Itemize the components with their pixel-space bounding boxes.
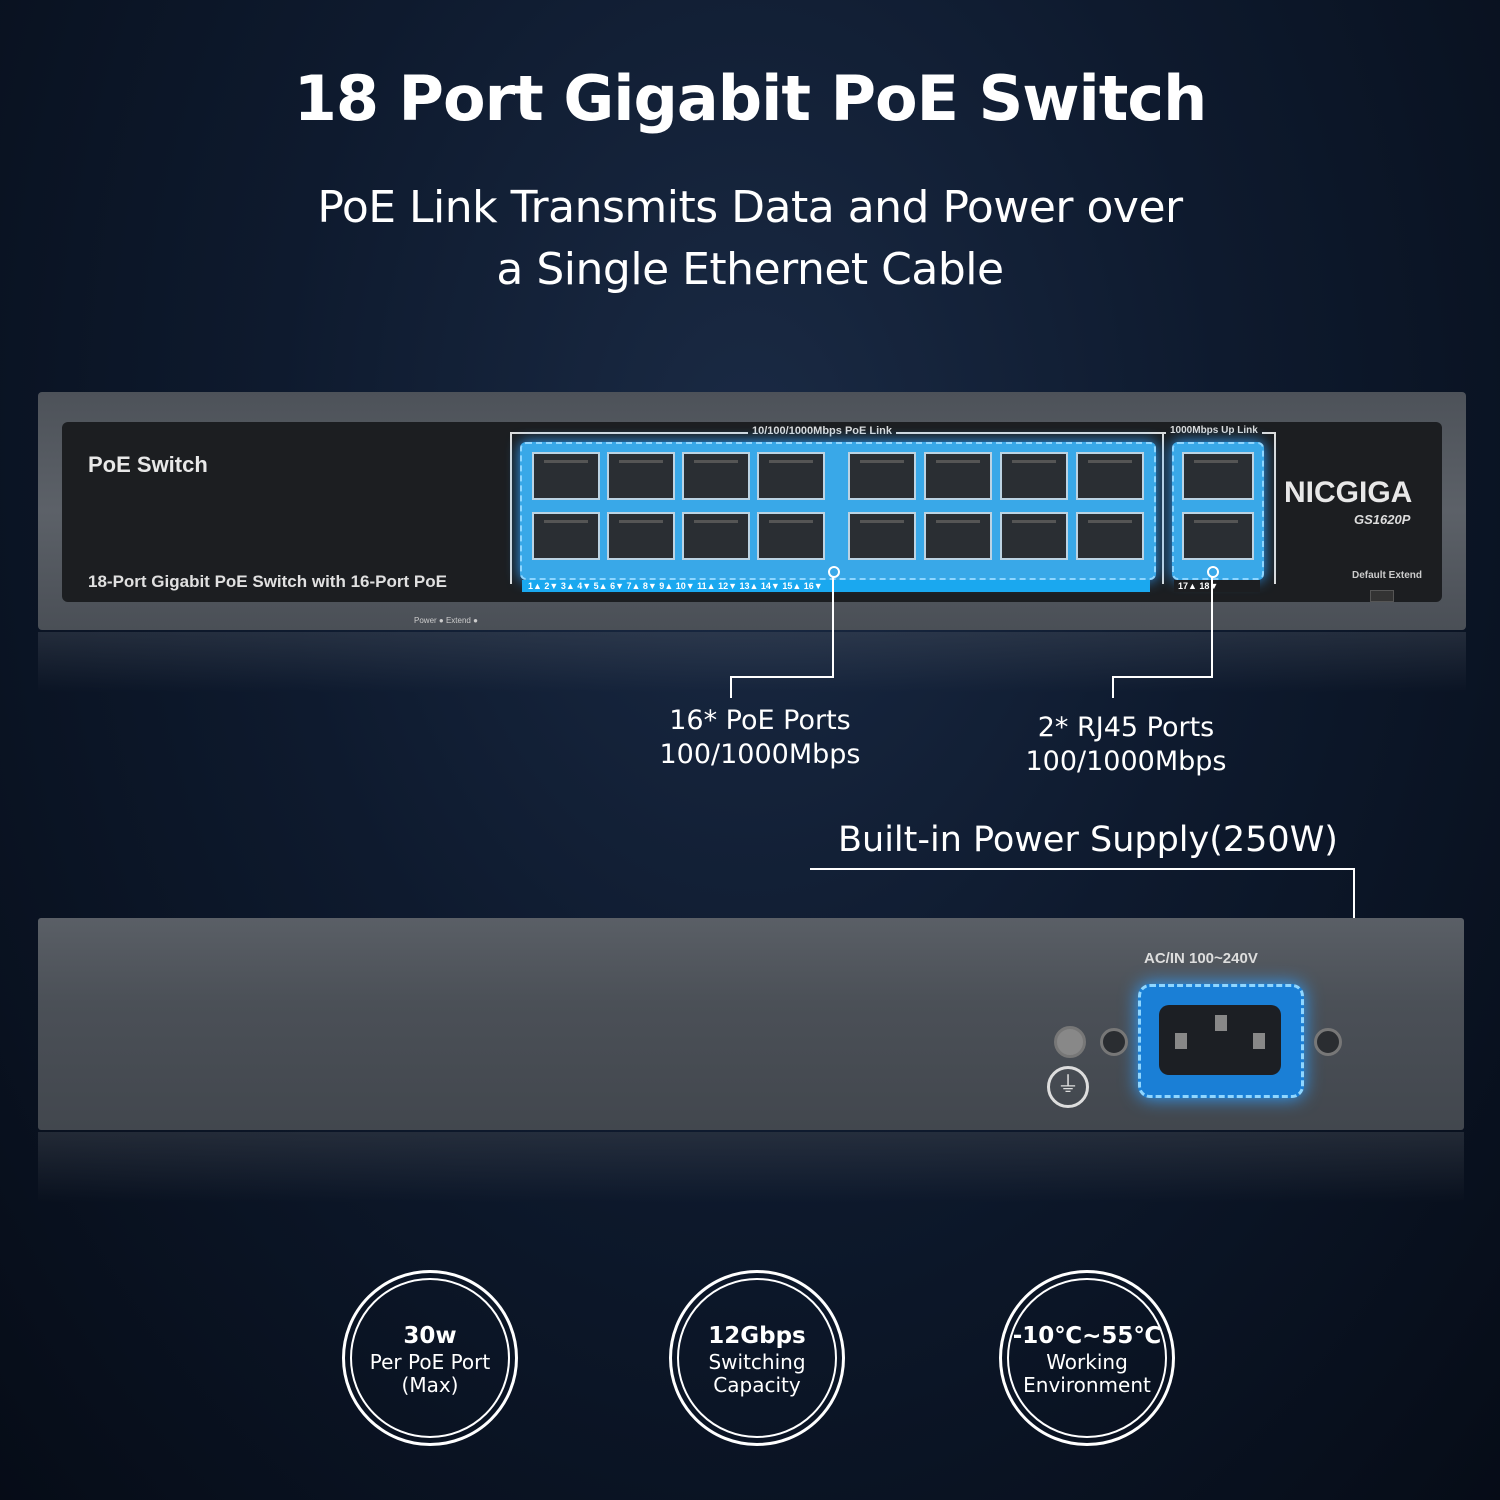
- poe-port[interactable]: [848, 452, 916, 500]
- screw-icon: [1100, 1028, 1128, 1056]
- poe-port[interactable]: [1000, 512, 1068, 560]
- uplink-port-group-frame: 1000Mbps Up Link: [1162, 425, 1276, 584]
- switch-back-panel: AC/IN 100~240V ⏚: [38, 918, 1464, 1130]
- spec-caption: Working Environment: [1002, 1351, 1172, 1397]
- switch-front-panel: PoE Switch 18-Port Gigabit PoE Switch wi…: [38, 392, 1466, 630]
- poe-port[interactable]: [682, 512, 750, 560]
- brand-logo: NICGIGA: [1284, 476, 1413, 509]
- rj45-ports-callout-line-1: 2* RJ45 Ports: [1037, 712, 1215, 743]
- poe-ports-callout-line-1: 16* PoE Ports: [669, 705, 851, 736]
- ground-screw-icon: [1054, 1026, 1086, 1058]
- front-reflection: [38, 632, 1466, 692]
- spec-badge-temperature: -10℃~55℃ Working Environment: [999, 1270, 1175, 1446]
- poe-ports-callout-line-2: 100/1000Mbps: [659, 739, 861, 770]
- poe-callout-line-drop: [730, 676, 732, 698]
- power-socket-inner: [1159, 1005, 1281, 1075]
- poe-port-group-frame: 10/100/1000Mbps PoE Link: [510, 425, 1164, 584]
- spec-caption: Switching Capacity: [672, 1351, 842, 1397]
- spec-caption-line-2: Environment: [1023, 1373, 1151, 1397]
- spec-caption-line-1: Working: [1046, 1350, 1128, 1374]
- poe-port[interactable]: [1000, 452, 1068, 500]
- uplink-port[interactable]: [1182, 512, 1254, 560]
- poe-port[interactable]: [924, 512, 992, 560]
- uplink-port[interactable]: [1182, 452, 1254, 500]
- poe-port[interactable]: [1076, 452, 1144, 500]
- power-supply-callout: Built-in Power Supply(250W): [838, 820, 1338, 860]
- poe-port-numbers: 1▲ 2▼ 3▲ 4▼ 5▲ 6▼ 7▲ 8▼ 9▲ 10▼ 11▲ 12▼ 1…: [522, 580, 1150, 592]
- subtitle-line-1: PoE Link Transmits Data and Power over: [317, 182, 1183, 233]
- back-reflection: [38, 1132, 1464, 1202]
- led-indicator-labels: Power ● Extend ●: [414, 616, 478, 625]
- spec-value: 30w: [403, 1323, 457, 1349]
- poe-ports-callout: 16* PoE Ports 100/1000Mbps: [630, 704, 890, 772]
- power-socket: [1138, 984, 1304, 1098]
- poe-port[interactable]: [848, 512, 916, 560]
- rj45-callout-dot: [1207, 566, 1219, 578]
- poe-port[interactable]: [924, 452, 992, 500]
- power-pin: [1215, 1015, 1227, 1031]
- poe-port[interactable]: [607, 512, 675, 560]
- screw-icon: [1314, 1028, 1342, 1056]
- uplink-group-label: 1000Mbps Up Link: [1166, 425, 1262, 436]
- poe-port[interactable]: [682, 452, 750, 500]
- front-label: PoE Switch: [88, 452, 208, 477]
- rj45-callout-line-horizontal: [1112, 676, 1213, 678]
- spec-badge-switching-capacity: 12Gbps Switching Capacity: [669, 1270, 845, 1446]
- spec-caption-line-1: Per PoE Port: [369, 1350, 491, 1374]
- poe-port[interactable]: [1076, 512, 1144, 560]
- poe-port[interactable]: [757, 512, 825, 560]
- spec-caption: Per PoE Port (Max): [345, 1351, 515, 1397]
- rj45-ports-callout-line-2: 100/1000Mbps: [1025, 746, 1227, 777]
- uplink-port-numbers: 17▲ 18▼: [1174, 580, 1260, 592]
- poe-callout-line-horizontal: [730, 676, 834, 678]
- spec-value: 12Gbps: [708, 1323, 806, 1349]
- spec-caption-line-1: Switching: [708, 1350, 806, 1374]
- ground-icon: ⏚: [1047, 1066, 1089, 1108]
- front-faceplate: PoE Switch 18-Port Gigabit PoE Switch wi…: [62, 422, 1442, 625]
- rj45-callout-line-drop: [1112, 676, 1114, 698]
- spec-value: -10℃~55℃: [1012, 1323, 1162, 1349]
- rj45-ports-callout: 2* RJ45 Ports 100/1000Mbps: [996, 711, 1256, 779]
- poe-callout-dot: [828, 566, 840, 578]
- rj45-callout-line-vertical: [1211, 576, 1213, 678]
- spec-caption-line-2: (Max): [401, 1373, 459, 1397]
- poe-port[interactable]: [532, 512, 600, 560]
- model-number: GS1620P: [1354, 512, 1411, 527]
- poe-port[interactable]: [532, 452, 600, 500]
- power-pin: [1175, 1033, 1187, 1049]
- poe-group-label: 10/100/1000Mbps PoE Link: [748, 425, 897, 437]
- spec-badge-poe-power: 30w Per PoE Port (Max): [342, 1270, 518, 1446]
- mode-switch[interactable]: [1370, 590, 1394, 602]
- power-callout-line-horizontal: [810, 868, 1355, 870]
- spec-caption-line-2: Capacity: [713, 1373, 801, 1397]
- front-description: 18-Port Gigabit PoE Switch with 16-Port …: [88, 572, 447, 591]
- ac-input-label: AC/IN 100~240V: [1144, 950, 1258, 967]
- mode-switch-label: Default Extend: [1352, 570, 1423, 581]
- poe-port[interactable]: [757, 452, 825, 500]
- poe-port[interactable]: [607, 452, 675, 500]
- subtitle-line-2: a Single Ethernet Cable: [496, 244, 1004, 295]
- page-title: 18 Port Gigabit PoE Switch: [293, 62, 1208, 135]
- poe-callout-line-vertical: [832, 576, 834, 678]
- power-pin: [1253, 1033, 1265, 1049]
